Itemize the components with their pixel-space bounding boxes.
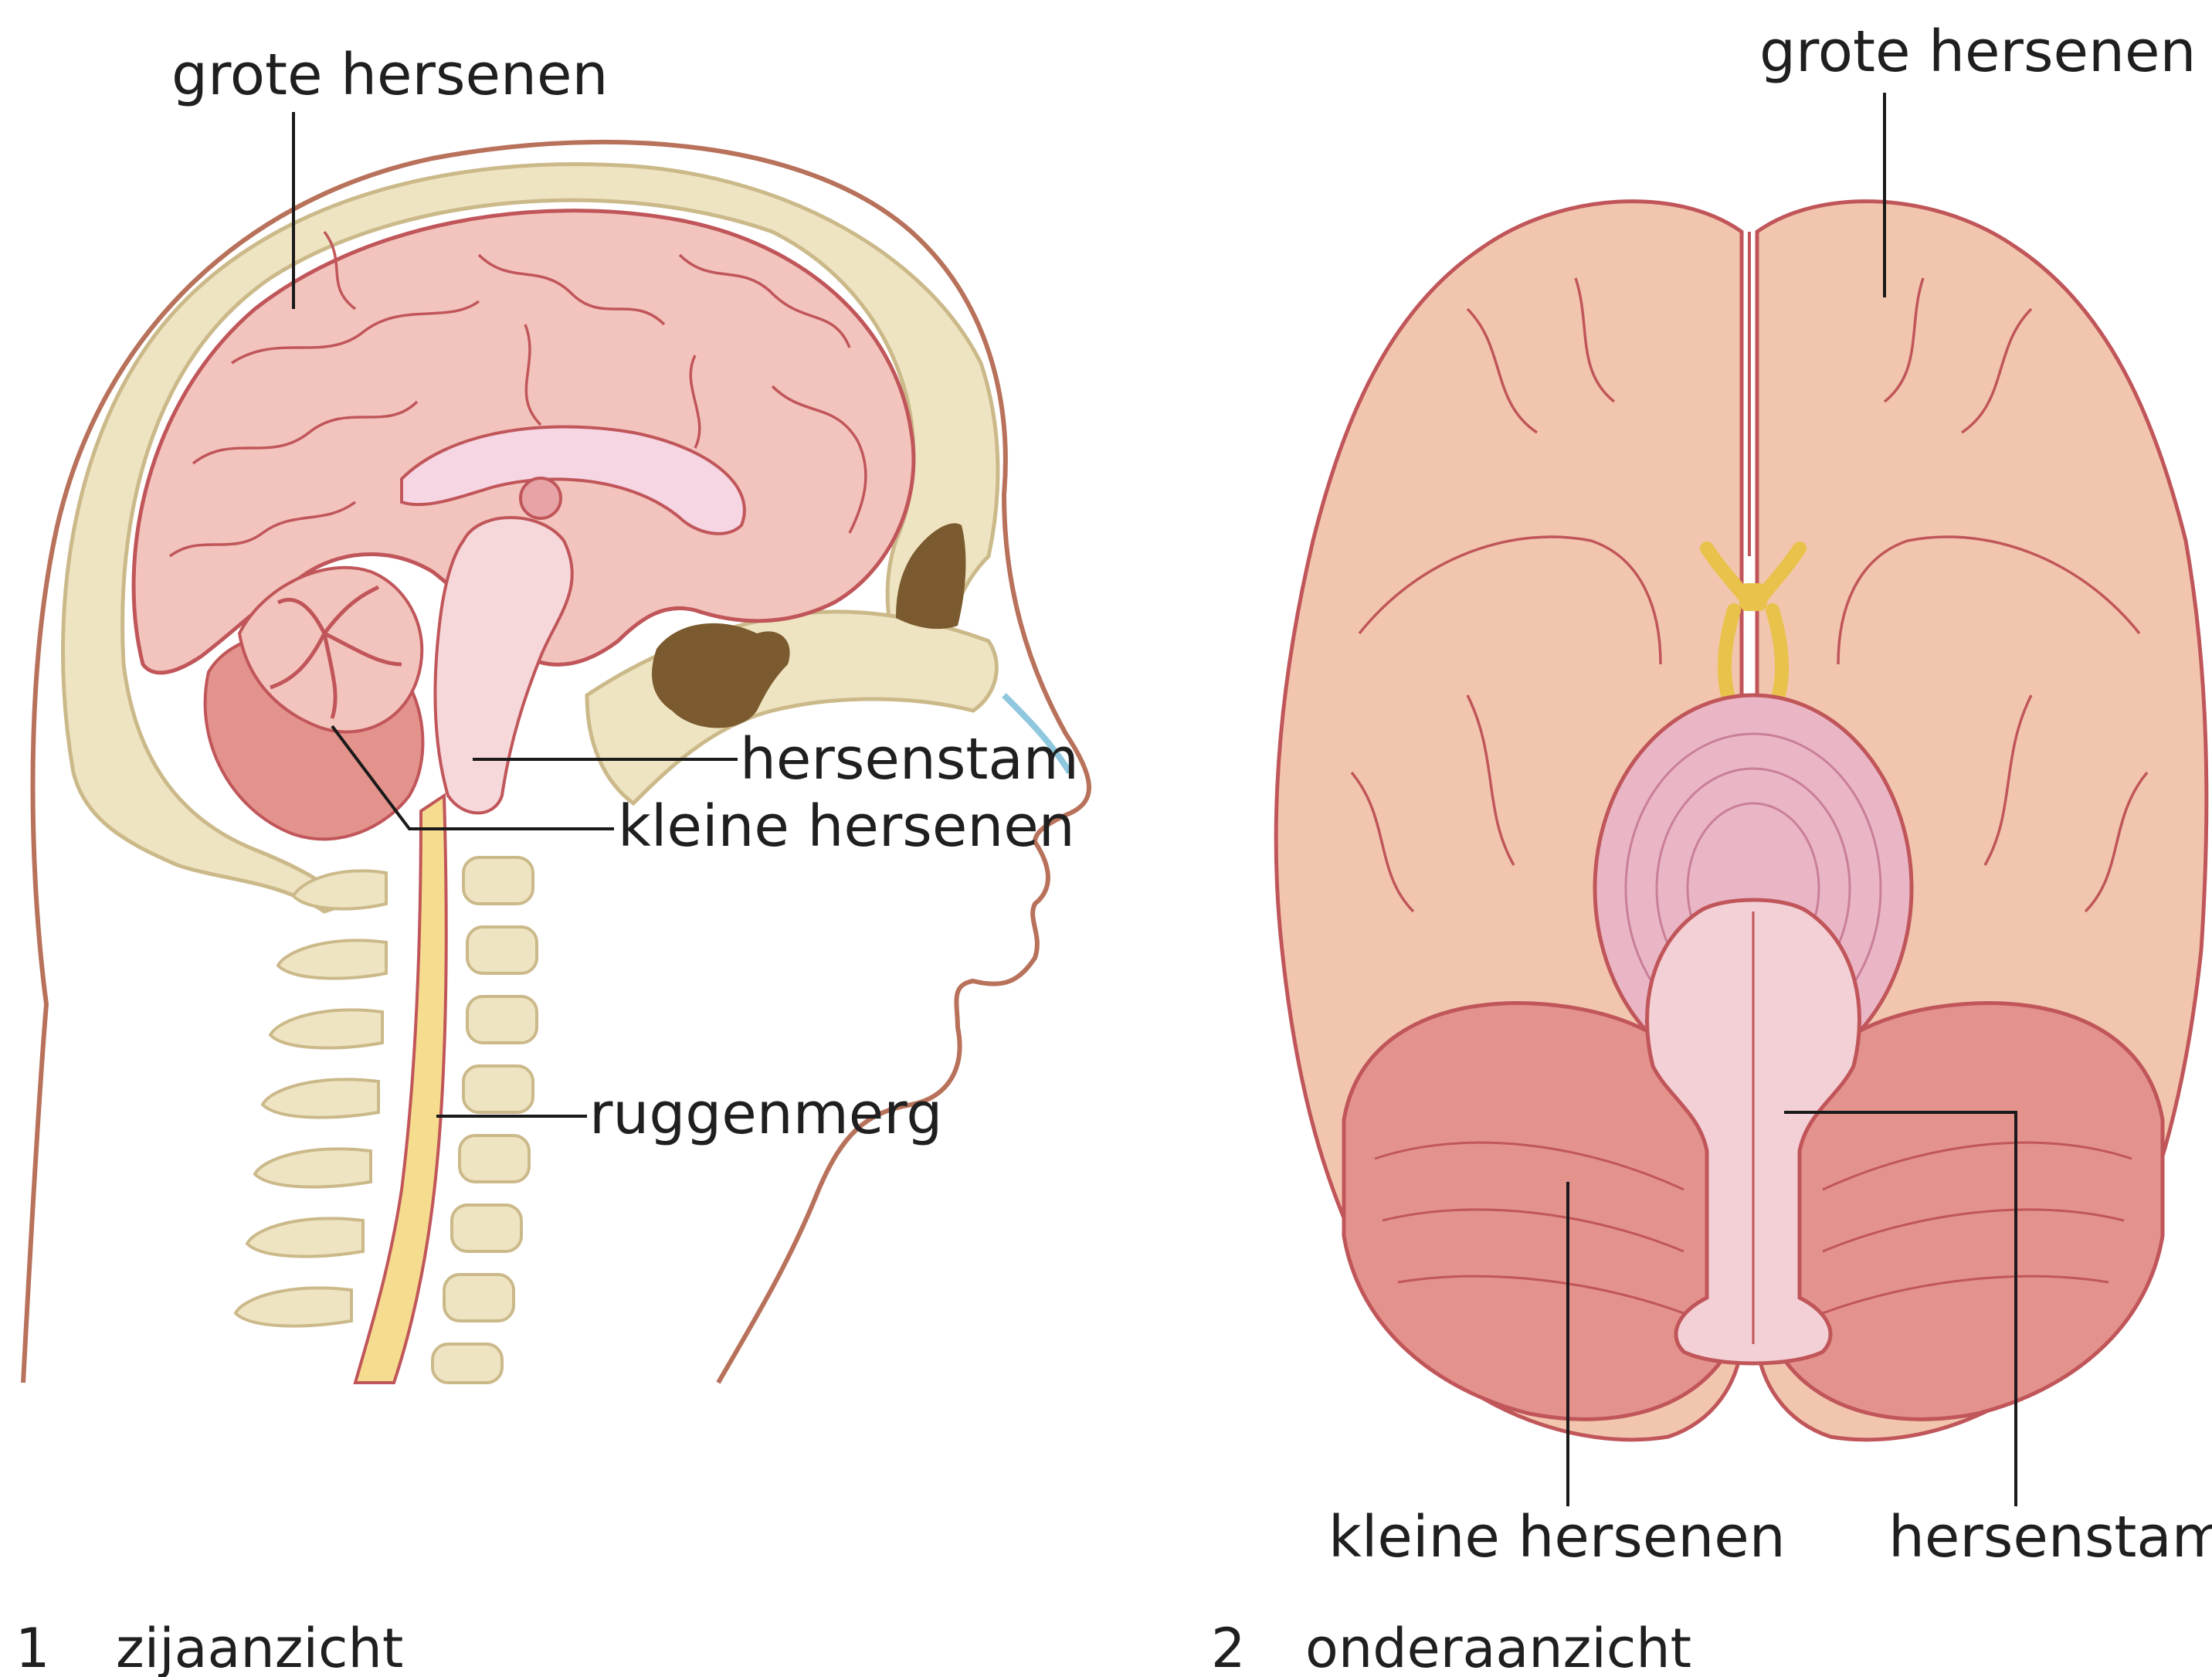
caption-side: zijaanzicht	[116, 1617, 403, 1677]
label-side-spinal-cord: ruggenmerg	[589, 1081, 942, 1147]
thalamus	[521, 478, 561, 518]
label-bottom-brainstem: hersenstam	[1888, 1504, 2212, 1570]
label-bottom-cerebellum: kleine hersenen	[1328, 1504, 1786, 1570]
label-side-brainstem: hersenstam	[740, 726, 1079, 793]
side-view-panel: grote hersenen hersenstam kleine hersene…	[15, 42, 1089, 1677]
caption-number-side: 1	[15, 1617, 50, 1677]
pituitary	[1739, 583, 1767, 611]
caption-bottom: onderaanzicht	[1305, 1617, 1691, 1677]
label-side-cerebrum: grote hersenen	[171, 42, 608, 108]
caption-number-bottom: 2	[1211, 1617, 1246, 1677]
label-bottom-cerebrum: grote hersenen	[1759, 19, 2196, 85]
bottom-view-panel: grote hersenen kleine hersenen hersensta…	[1211, 19, 2212, 1677]
label-side-cerebellum: kleine hersenen	[618, 793, 1075, 860]
